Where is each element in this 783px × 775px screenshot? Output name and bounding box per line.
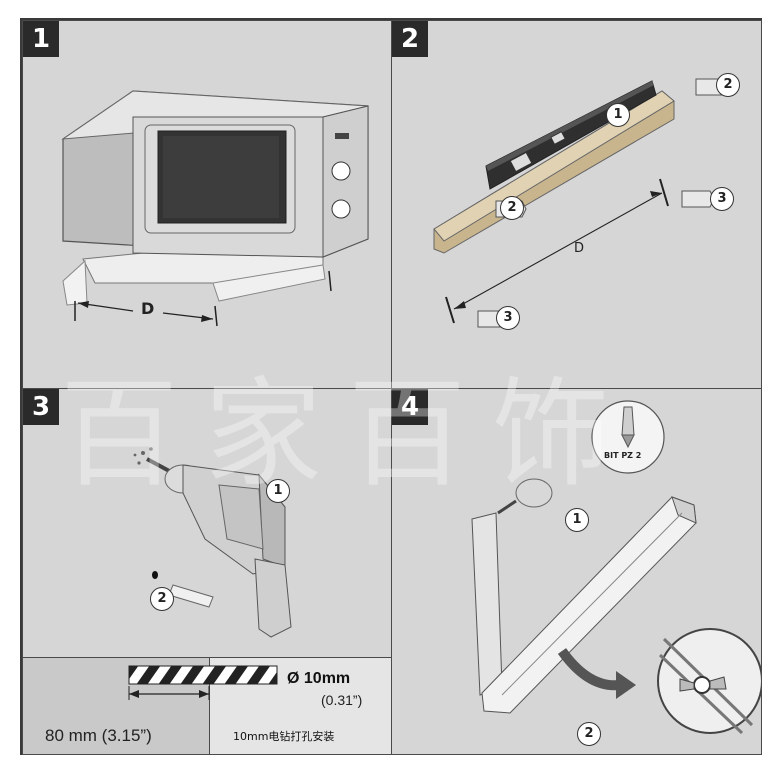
callout-2: 2 (716, 73, 740, 97)
callout-1: 1 (266, 479, 290, 503)
bit-label: BIT PZ 2 (604, 451, 642, 460)
drill-illustration (133, 447, 292, 638)
callout-3: 3 (496, 306, 520, 330)
drill-bit-diagram (128, 665, 278, 700)
step-number: 3 (23, 389, 59, 425)
dimension-label-d: D (574, 241, 585, 256)
callout-2: 2 (150, 587, 174, 611)
step-number: 4 (392, 389, 428, 425)
callout-1: 1 (606, 103, 630, 127)
microwave-illustration (61, 90, 369, 327)
step-4-panel: 4 BIT PZ 2 1 2 (391, 388, 762, 755)
instruction-grid: 1 D 2 (20, 18, 762, 755)
step-1-panel: 1 D (22, 20, 393, 390)
callout-2: 2 (577, 722, 601, 746)
drill-specification: 80 mm (3.15”) Ø 10mm (0.31”) 10mm电钻打孔安装 (23, 657, 392, 754)
installation-note: 10mm电钻打孔安装 (233, 730, 335, 743)
step-number: 1 (23, 21, 59, 57)
drill-depth-label: 80 mm (3.15”) (45, 726, 152, 745)
drill-diameter-inch-label: (0.31”) (321, 692, 363, 708)
bracket-assembly-illustration (471, 400, 761, 735)
step-number: 2 (392, 21, 428, 57)
step-2-panel: 2 D 1 2 2 3 3 (391, 20, 762, 390)
wall-rail-level-illustration (433, 78, 727, 328)
callout-3: 3 (710, 187, 734, 211)
drill-diameter-label: Ø 10mm (287, 670, 351, 687)
step-3-panel: 3 1 2 (22, 388, 393, 755)
callout-2: 2 (500, 196, 524, 220)
dimension-label-d: D (141, 299, 155, 318)
callout-1: 1 (565, 508, 589, 532)
